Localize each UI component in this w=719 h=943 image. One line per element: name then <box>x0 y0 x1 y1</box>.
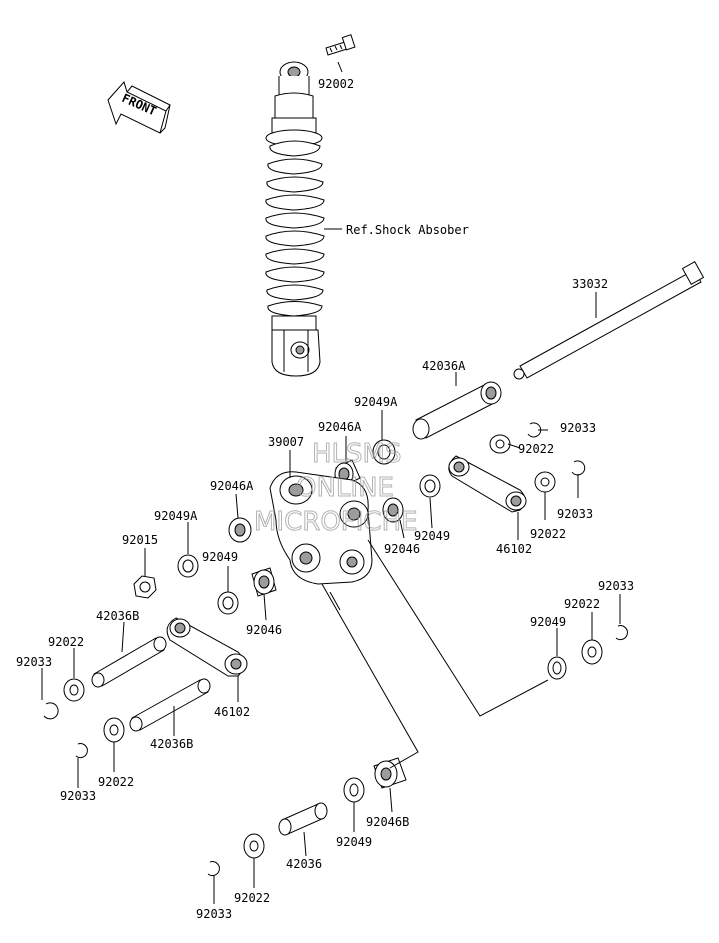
label-92022-c: 92022 <box>48 635 84 649</box>
seal-92049A-left <box>177 554 199 578</box>
bearing-92046A-left <box>228 517 252 543</box>
washer-92022-a <box>489 434 511 454</box>
label-92022-f: 92022 <box>234 891 270 905</box>
seal-92049-right <box>547 656 567 680</box>
seal-92049-lower <box>343 777 365 803</box>
rocker-arm-39007 <box>269 471 373 585</box>
label-92033-d: 92033 <box>60 789 96 803</box>
washer-92022-c <box>63 678 85 702</box>
sleeve-42036B-upper <box>91 636 167 688</box>
sleeve-42036B-lower <box>129 678 211 732</box>
seal-92049A-top <box>372 439 396 465</box>
label-92046B: 92046B <box>366 815 409 829</box>
label-92002: 92002 <box>318 77 354 91</box>
circlip-92033-c <box>43 702 59 720</box>
label-33032: 33032 <box>572 277 608 291</box>
watermark: HLSMS ONLINE MICROFICHE <box>254 439 419 538</box>
label-92022-e: 92022 <box>564 597 600 611</box>
shock-spring <box>265 140 325 317</box>
label-92046-b: 92046 <box>384 542 420 556</box>
label-42036A: 42036A <box>422 359 466 373</box>
label-92033-f: 92033 <box>196 907 232 921</box>
washer-92022-b <box>534 471 556 493</box>
label-92049-d: 92049 <box>336 835 372 849</box>
label-42036B-b: 42036B <box>150 737 193 751</box>
tie-rod-46102-right <box>448 455 527 513</box>
watermark-line-2: ONLINE <box>296 473 394 503</box>
label-92033-a: 92033 <box>560 421 596 435</box>
label-92049A-left: 92049A <box>154 509 198 523</box>
label-92046A-top: 92046A <box>318 420 362 434</box>
washer-92022-e <box>581 639 603 665</box>
label-92033-b: 92033 <box>557 507 593 521</box>
label-92049A-top: 92049A <box>354 395 398 409</box>
label-46102-b: 46102 <box>214 705 250 719</box>
bearing-92046B <box>373 757 407 789</box>
part-labels: 92002 Ref.Shock Absober 33032 42036A 920… <box>16 77 634 921</box>
label-92022-b: 92022 <box>530 527 566 541</box>
label-92049-b: 92049 <box>414 529 450 543</box>
label-42036B-a: 42036B <box>96 609 139 623</box>
front-arrow-icon: FRONT <box>107 80 171 134</box>
circlip-92033-a <box>527 422 542 438</box>
label-46102-a: 46102 <box>496 542 532 556</box>
washer-92022-d <box>103 717 125 743</box>
label-92022-d: 92022 <box>98 775 134 789</box>
seal-92049-left <box>217 591 239 615</box>
bearing-92046-mid <box>382 497 404 523</box>
sleeve-42036 <box>278 802 328 836</box>
watermark-line-3: MICROFICHE <box>254 507 418 537</box>
label-39007: 39007 <box>268 435 304 449</box>
washer-92022-f <box>243 833 265 859</box>
label-42036: 42036 <box>286 857 322 871</box>
circlip-92033-d <box>75 743 88 759</box>
label-92046-a: 92046 <box>246 623 282 637</box>
bearing-92046-left <box>251 567 277 597</box>
assembly-lines <box>321 539 549 769</box>
seal-92049-mid <box>419 474 441 498</box>
shaft-33032 <box>513 261 705 380</box>
circlip-92033-f <box>207 861 220 877</box>
label-92049-a: 92049 <box>202 550 238 564</box>
label-shock-ref: Ref.Shock Absober <box>346 223 469 237</box>
circlip-92033-b <box>571 460 586 476</box>
label-92033-c: 92033 <box>16 655 52 669</box>
label-92049-c: 92049 <box>530 615 566 629</box>
shock-absorber <box>265 61 325 377</box>
watermark-line-1: HLSMS <box>312 439 401 469</box>
leader-lines <box>41 61 621 904</box>
circlip-92033-e <box>615 625 628 641</box>
label-92033-e: 92033 <box>598 579 634 593</box>
sleeve-42036A <box>412 381 502 440</box>
nut-92015 <box>133 575 157 599</box>
label-92022-a: 92022 <box>518 442 554 456</box>
label-92015: 92015 <box>122 533 158 547</box>
label-92046A-left: 92046A <box>210 479 254 493</box>
tie-rod-46102-left <box>166 617 248 677</box>
bolt-92002 <box>325 34 356 56</box>
